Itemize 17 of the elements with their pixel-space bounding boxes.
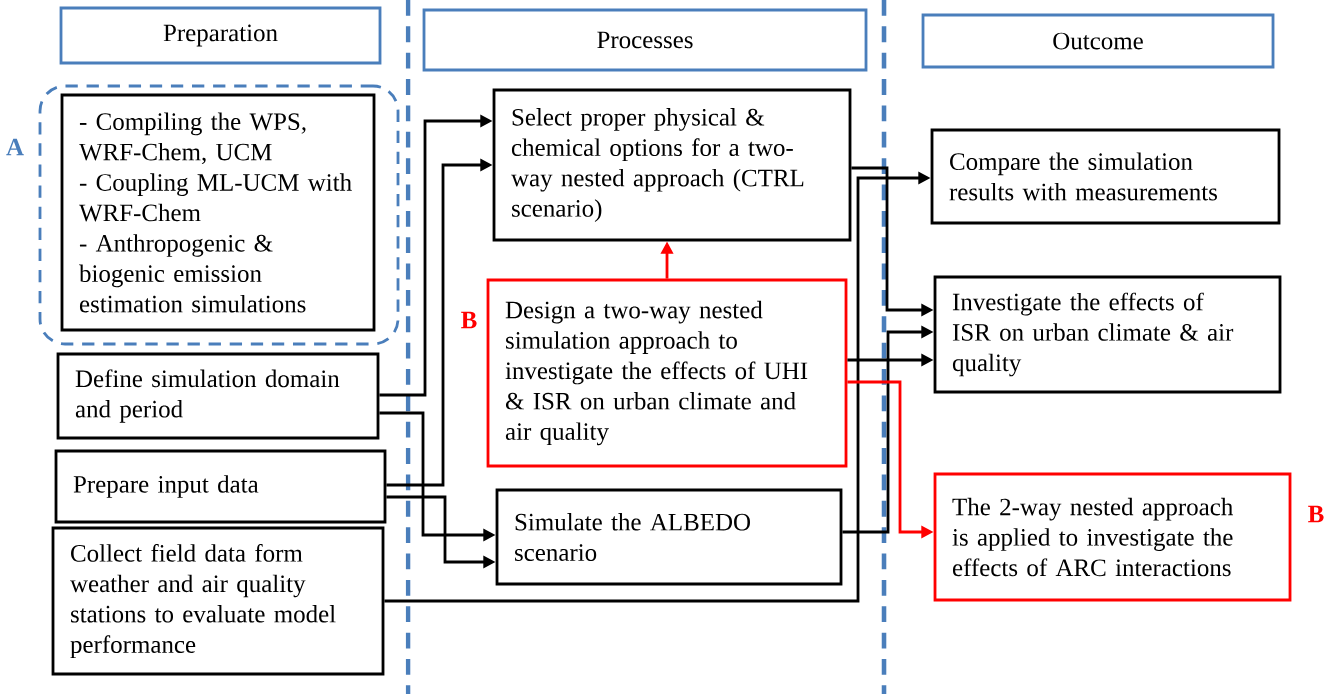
group-letter: B — [461, 311, 477, 329]
group-letter: A — [6, 138, 24, 156]
highlight-box: The 2-way nested approach is applied to investigate the effects of ARC interactions — [933, 472, 1292, 602]
column-header: Preparation — [59, 6, 382, 65]
process-box: Select proper physical & chemical options for a two-way nested approach (CTRL scenario) — [492, 88, 852, 242]
process-box: Collect field data form weather and air quality stations to evaluate model performance — [51, 526, 385, 676]
group-letter: B — [1308, 505, 1324, 523]
highlight-box: Design a two-way nested simulation approach to investigate the effects of UHI & ISR on urban climate and air quality — [486, 278, 848, 468]
process-box: Investigate the effects of ISR on urban climate & air quality — [933, 275, 1282, 394]
dashed-group-box — [38, 84, 400, 346]
process-box: Prepare input data — [54, 449, 387, 524]
column-header: Processes — [422, 8, 868, 72]
process-box: Simulate the ALBEDO scenario — [495, 488, 843, 586]
column-header: Outcome — [921, 13, 1275, 69]
process-box: Compare the simulation results with measurements — [930, 128, 1281, 225]
process-box: Define simulation domain and period — [56, 352, 380, 440]
process-box: - Compiling the WPS, WRF-Chem, UCM - Coupling ML-UCM with WRF-Chem - Anthropogenic & biogenic emission estimation simulations — [60, 93, 376, 332]
